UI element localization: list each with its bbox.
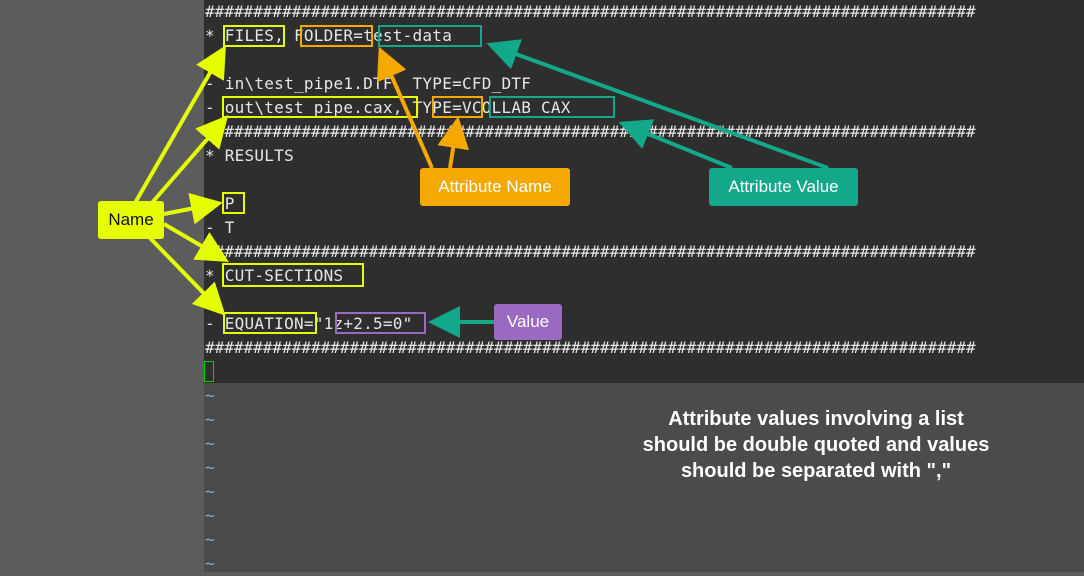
- file1-line: - in\test_pipe1.DTF, TYPE=CFD_DTF: [205, 74, 532, 93]
- attribute-value-label: Attribute Value: [709, 168, 858, 206]
- note-text: Attribute values involving a list should…: [600, 406, 1032, 484]
- text-cursor: [204, 361, 214, 382]
- tilde-marker: ~: [205, 434, 215, 453]
- files-line: * FILES, FOLDER=test-data: [205, 26, 453, 45]
- editor-empty-area: [204, 383, 1084, 572]
- tilde-marker: ~: [205, 554, 215, 573]
- note-line-3: should be separated with ",": [680, 460, 952, 482]
- equation-line: - EQUATION="1z+2.5=0": [205, 314, 413, 333]
- results-line: * RESULTS: [205, 146, 294, 165]
- separator-line: ########################################…: [205, 242, 976, 261]
- separator-line: ########################################…: [205, 338, 976, 357]
- tilde-marker: ~: [205, 530, 215, 549]
- tilde-marker: ~: [205, 458, 215, 477]
- name-label: Name: [98, 201, 164, 239]
- tilde-marker: ~: [205, 410, 215, 429]
- tilde-marker: ~: [205, 386, 215, 405]
- separator-line: ########################################…: [205, 2, 976, 21]
- value-label: Value: [494, 304, 562, 340]
- cut-sections-line: * CUT-SECTIONS: [205, 266, 344, 285]
- tilde-marker: ~: [205, 506, 215, 525]
- note-line-1: Attribute values involving a list: [668, 408, 964, 430]
- attribute-name-label: Attribute Name: [420, 168, 570, 206]
- file2-line: - out\test_pipe.cax, TYPE=VCOLLAB CAX: [205, 98, 571, 117]
- tilde-marker: ~: [205, 482, 215, 501]
- p-line: - P: [205, 194, 235, 213]
- separator-line: ########################################…: [205, 122, 976, 141]
- t-line: - T: [205, 218, 235, 237]
- note-line-2: should be double quoted and values: [642, 434, 990, 456]
